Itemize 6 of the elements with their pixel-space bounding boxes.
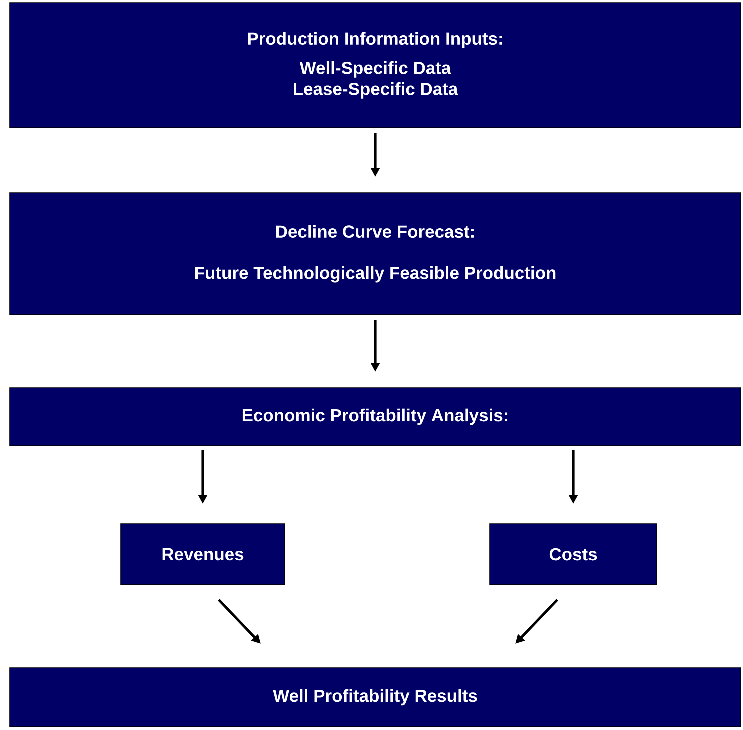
process-box: Well Profitability Results bbox=[10, 668, 742, 728]
process-box: Economic Profitability Analysis: bbox=[10, 388, 742, 446]
process-box: Production Information Inputs: Well-Specific Data Lease-Specific Data bbox=[10, 2, 742, 128]
process-box: Revenues bbox=[120, 524, 286, 586]
process-box: Costs bbox=[490, 524, 658, 586]
process-box: Decline Curve Forecast: Future Technologically Feasible Production bbox=[10, 192, 742, 316]
